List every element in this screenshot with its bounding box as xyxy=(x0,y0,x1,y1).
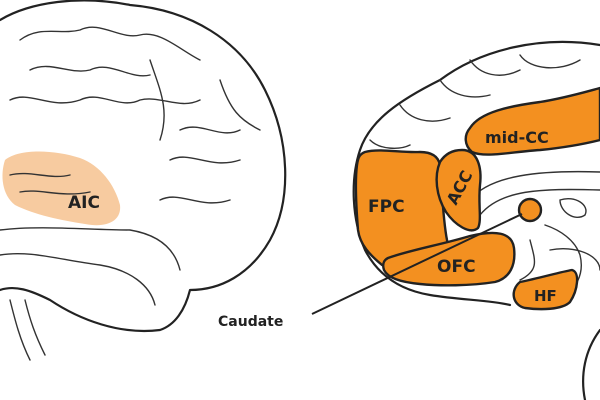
fpc-label: FPC xyxy=(368,197,405,217)
caudate-region xyxy=(517,197,543,223)
caudate-pointer-line xyxy=(311,213,523,315)
aic-region xyxy=(2,151,121,226)
medial-brain: mid-CC FPC ACC OFC HF xyxy=(311,40,600,400)
ofc-label: OFC xyxy=(437,257,476,277)
ofc-region xyxy=(382,231,516,287)
hf-region xyxy=(512,268,579,311)
lateral-brain: AIC xyxy=(0,0,287,361)
mid-cc-label: mid-CC xyxy=(485,128,549,147)
aic-label: AIC xyxy=(68,193,100,213)
caudate-label: Caudate xyxy=(218,314,283,330)
acc-region xyxy=(435,148,482,232)
hf-label: HF xyxy=(534,287,557,305)
